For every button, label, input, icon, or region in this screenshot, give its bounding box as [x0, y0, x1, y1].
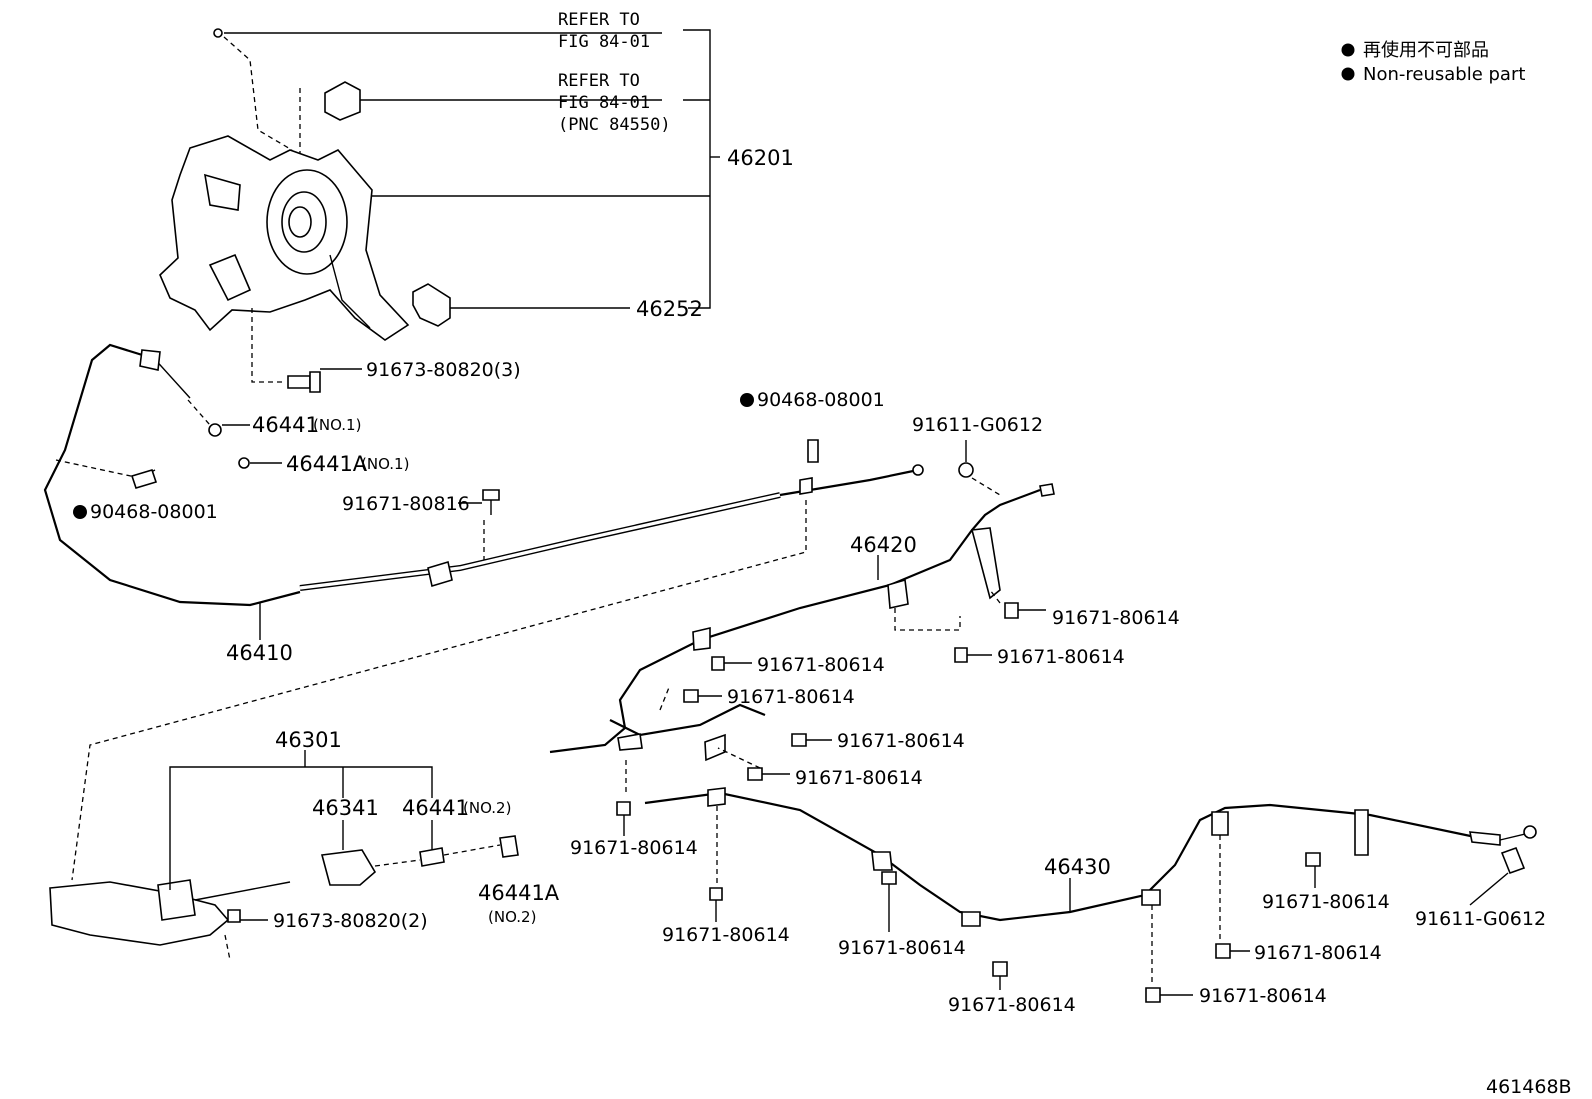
part-number-46420: 46420	[850, 533, 917, 557]
legend: 再使用不可部品 Non-reusable part	[1341, 40, 1525, 85]
rear-cable-46430	[644, 787, 1537, 1003]
refer-to-label-2: REFER TO	[558, 71, 640, 91]
part-number-91671-m: 91671-80614	[1262, 891, 1390, 913]
equalizer-46301	[49, 835, 519, 961]
part-number-91671-h: 91671-80614	[662, 924, 790, 946]
part-number-46430: 46430	[1044, 855, 1111, 879]
right-cable-46420	[549, 462, 1055, 816]
leader-lines-46430	[715, 866, 1509, 996]
part-note-46441-no1: (NO.1)	[313, 416, 361, 434]
part-number-91671-k: 91671-80614	[1199, 985, 1327, 1007]
refer-fig-label-2: FIG 84-01	[558, 93, 650, 113]
part-number-91671-80816: 91671-80816	[342, 493, 470, 515]
front-cable-46410	[43, 343, 924, 881]
non-reusable-bullet-icon	[1341, 43, 1355, 57]
non-reusable-bullet-icon	[740, 393, 754, 407]
part-number-46441a-no2: 46441A	[478, 881, 560, 905]
part-number-91671-d: 91671-80614	[727, 686, 855, 708]
legend-en-text: Non-reusable part	[1363, 64, 1525, 85]
part-number-46252: 46252	[636, 297, 703, 321]
part-number-91611-top: 91611-G0612	[912, 414, 1043, 436]
part-note-46441a-no2: (NO.2)	[488, 908, 536, 926]
part-number-91671-c: 91671-80614	[757, 654, 885, 676]
part-note-46441-no2: (NO.2)	[463, 799, 511, 817]
refer-to-label-1: REFER TO	[558, 10, 640, 30]
leader-lines-46201	[224, 29, 720, 370]
refer-fig-label-1: FIG 84-01	[558, 32, 650, 52]
part-number-91671-g: 91671-80614	[570, 837, 698, 859]
part-number-46341: 46341	[312, 796, 379, 820]
non-reusable-bullet-icon	[73, 505, 87, 519]
part-number-46201: 46201	[727, 146, 794, 170]
part-note-46441a-no1: (NO.1)	[361, 455, 409, 473]
leader-lines-46301	[169, 750, 433, 921]
part-number-91611-bottom: 91611-G0612	[1415, 908, 1546, 930]
part-number-91671-l: 91671-80614	[1254, 942, 1382, 964]
figure-id: 461468B	[1486, 1076, 1572, 1098]
part-number-90468-top: 90468-08001	[757, 389, 885, 411]
legend-jp-text: 再使用不可部品	[1363, 40, 1489, 61]
part-number-46301: 46301	[275, 728, 342, 752]
part-number-91671-a: 91671-80614	[1052, 607, 1180, 629]
part-number-91671-i: 91671-80614	[838, 937, 966, 959]
part-number-91671-e: 91671-80614	[837, 730, 965, 752]
part-number-90468-left: 90468-08001	[90, 501, 218, 523]
part-number-91673-2: 91673-80820(2)	[273, 910, 428, 932]
leader-lines-46420	[623, 440, 1046, 836]
part-number-91673-3: 91673-80820(3)	[366, 359, 521, 381]
part-number-46410: 46410	[226, 641, 293, 665]
leader-lines-46410	[222, 424, 482, 640]
part-number-91671-j: 91671-80614	[948, 994, 1076, 1016]
part-number-46441-no2: 46441	[402, 796, 469, 820]
part-number-46441-no1: 46441	[252, 413, 319, 437]
refer-pnc-label-2: (PNC 84550)	[558, 115, 671, 135]
part-number-91671-f: 91671-80614	[795, 767, 923, 789]
non-reusable-bullet-icon	[1341, 67, 1355, 81]
part-number-46441a-no1: 46441A	[286, 452, 368, 476]
pedal-assembly-46201	[159, 28, 451, 393]
part-number-91671-b: 91671-80614	[997, 646, 1125, 668]
